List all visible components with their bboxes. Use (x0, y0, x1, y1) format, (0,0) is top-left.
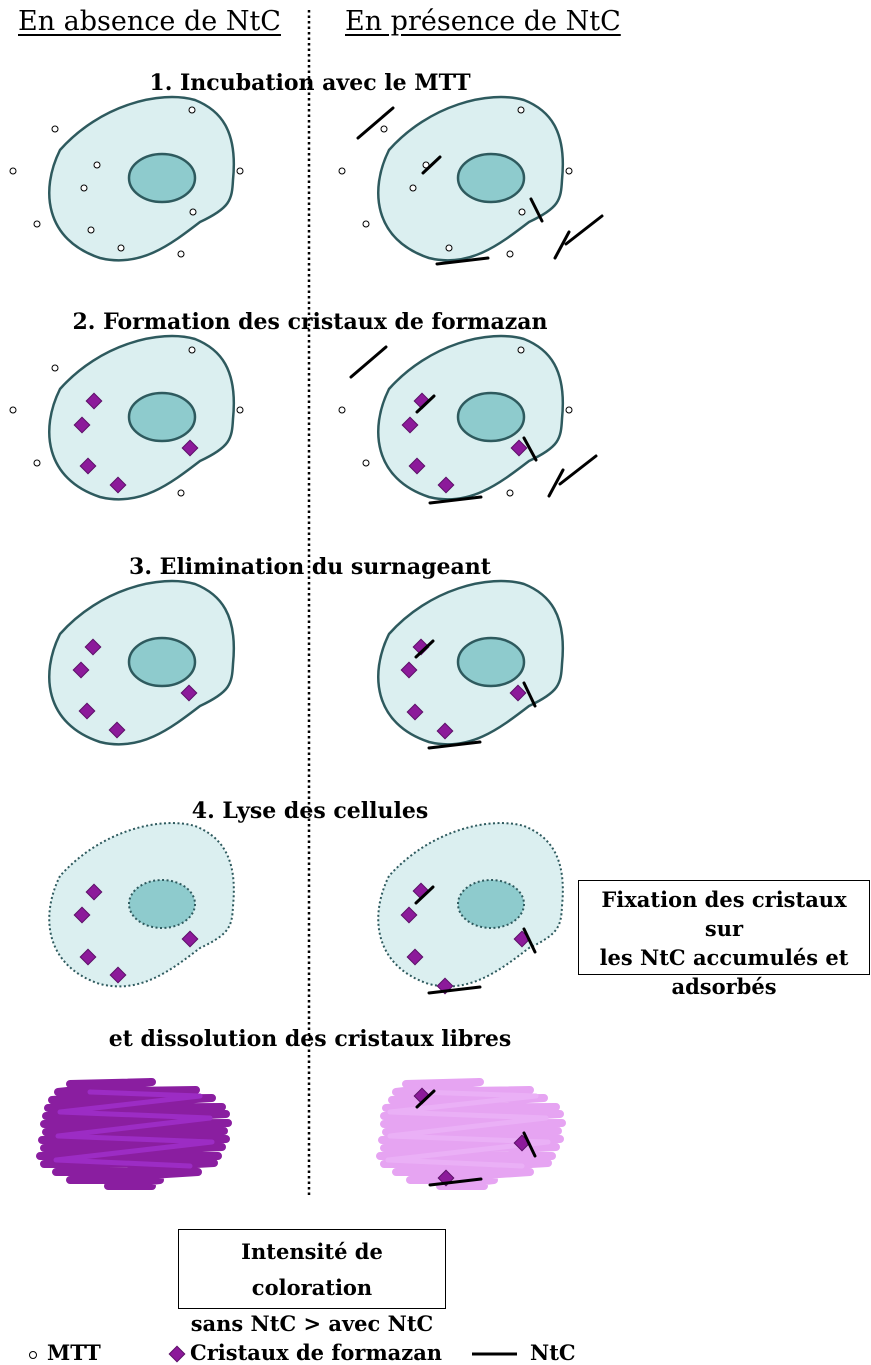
dissolved-scribble-left (36, 1078, 232, 1190)
legend-ntc: NtC (530, 1340, 576, 1365)
formazan-legend-icon (168, 1345, 186, 1363)
cell-row2-right (377, 334, 565, 501)
legend-formazan-label: Cristaux de formazan (190, 1340, 443, 1365)
result-box: Intensité de coloration sans NtC > avec … (178, 1229, 446, 1336)
header-with-ntc: En présence de NtC (345, 6, 621, 37)
cell-row4-right (377, 822, 564, 988)
header-without-ntc: En absence de NtC (18, 6, 281, 37)
fixation-note-line-3: adsorbés (671, 974, 777, 999)
mtt-dots-row2-left (9, 346, 244, 497)
ntc-row1 (356, 106, 604, 266)
cell-row3-right (377, 579, 565, 746)
mtt-legend-icon (29, 1351, 37, 1359)
ntc-row5 (415, 1089, 537, 1187)
fixation-note-box: Fixation des cristaux sur les NtC accumu… (578, 880, 870, 999)
ntc-row2 (349, 345, 598, 505)
fixation-note-line-1: Fixation des cristaux sur (601, 887, 847, 941)
mtt-dots-row1-left (9, 106, 244, 258)
cell-row1-left (48, 95, 236, 262)
fixation-note-line-2: les NtC accumulés et (599, 945, 849, 970)
legend-mtt: MTT (47, 1340, 101, 1365)
legend-mtt-label: MTT (47, 1340, 101, 1365)
legend-ntc-label: NtC (530, 1340, 576, 1365)
ntc-row3 (414, 639, 537, 750)
mtt-dots-row1-right (338, 106, 573, 258)
result-line-1: Intensité de coloration (241, 1239, 383, 1300)
legend-formazan: Cristaux de formazan (190, 1340, 442, 1365)
cell-row4-left (48, 822, 235, 988)
result-line-2: sans NtC > avec NtC (190, 1311, 434, 1336)
cell-row2-left (48, 334, 236, 501)
cell-row1-right (377, 95, 565, 262)
cell-row3-left (48, 579, 236, 746)
dissolved-scribble-right (376, 1078, 566, 1190)
mtt-dots-row2-right (338, 346, 573, 497)
ntc-row4 (414, 885, 537, 995)
